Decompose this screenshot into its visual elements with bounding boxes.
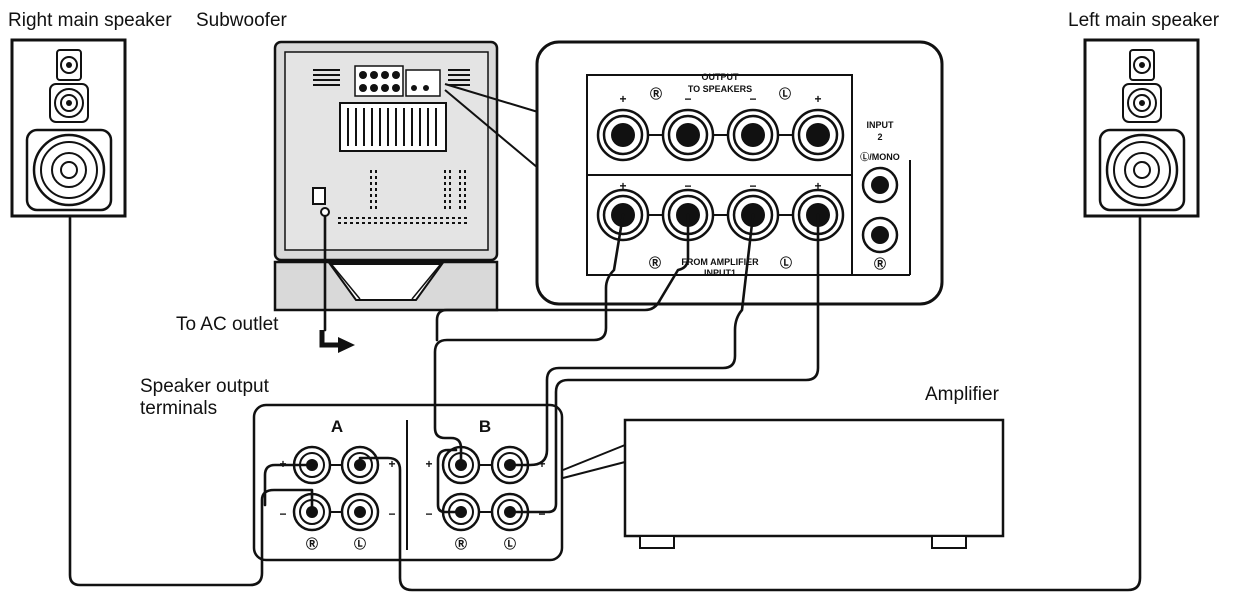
output-r-plus-jack bbox=[596, 108, 650, 162]
out-r-minus: − bbox=[684, 92, 691, 106]
amp-terminal-panel: A B + + − − Ⓡ Ⓛ + + − − Ⓡ Ⓛ bbox=[252, 403, 564, 562]
in-l-minus: − bbox=[749, 179, 756, 193]
output-l-plus-jack bbox=[791, 108, 845, 162]
left-speaker-icon bbox=[1083, 38, 1200, 218]
output-l-minus-jack bbox=[726, 108, 780, 162]
input1-subtitle: FROM AMPLIFIER bbox=[681, 257, 759, 267]
right-speaker-label: Right main speaker bbox=[8, 10, 172, 31]
in-r-minus: − bbox=[684, 179, 691, 193]
output-r-minus-jack bbox=[661, 108, 715, 162]
left-speaker-label: Left main speaker bbox=[1068, 10, 1220, 31]
output-subtitle: TO SPEAKERS bbox=[688, 84, 752, 94]
subwoofer-unit bbox=[273, 40, 499, 353]
speaker-output-label-2: terminals bbox=[140, 398, 217, 419]
b-minus-r: − bbox=[425, 507, 432, 521]
subwoofer-terminal-panel: OUTPUT TO SPEAKERS + Ⓡ − − Ⓛ + + − − + Ⓡ… bbox=[535, 40, 944, 306]
a-l-mark: Ⓛ bbox=[354, 536, 366, 551]
b-plus-l: + bbox=[538, 457, 545, 471]
amplifier-unit bbox=[623, 418, 1005, 549]
speaker-wires bbox=[68, 213, 1142, 592]
b-l-mark: Ⓛ bbox=[504, 536, 516, 551]
amplifier-label: Amplifier bbox=[925, 384, 1000, 405]
in-r-mark: Ⓡ bbox=[649, 255, 661, 270]
output-title: OUTPUT bbox=[702, 72, 740, 82]
input1-title: INPUT1 bbox=[704, 268, 736, 278]
a-minus-l: − bbox=[388, 507, 395, 521]
b-plus-r: + bbox=[425, 457, 432, 471]
out-r-mark: Ⓡ bbox=[650, 86, 662, 101]
subwoofer-label: Subwoofer bbox=[196, 10, 288, 31]
input2-title: INPUT bbox=[867, 120, 895, 130]
b-r-mark: Ⓡ bbox=[455, 536, 467, 551]
group-b-label: B bbox=[479, 417, 491, 436]
input2-number: 2 bbox=[877, 132, 882, 142]
in-l-mark: Ⓛ bbox=[780, 255, 792, 270]
out-l-minus: − bbox=[749, 92, 756, 106]
out-l-plus: + bbox=[814, 92, 821, 106]
input2-right-mark: Ⓡ bbox=[874, 256, 886, 271]
input2-left-mark: Ⓛ/MONO bbox=[860, 151, 900, 162]
b-minus-l: − bbox=[538, 507, 545, 521]
group-a-label: A bbox=[331, 417, 343, 436]
in-r-plus: + bbox=[619, 179, 626, 193]
a-plus-l: + bbox=[388, 457, 395, 471]
a-l-minus-terminal bbox=[340, 492, 380, 532]
in-l-plus: + bbox=[814, 179, 821, 193]
a-minus-r: − bbox=[279, 507, 286, 521]
a-r-mark: Ⓡ bbox=[306, 536, 318, 551]
out-l-mark: Ⓛ bbox=[779, 86, 791, 101]
speaker-output-label-1: Speaker output bbox=[140, 376, 270, 397]
right-speaker-icon bbox=[10, 38, 127, 218]
ac-outlet-label: To AC outlet bbox=[176, 314, 279, 335]
out-r-plus: + bbox=[619, 92, 626, 106]
